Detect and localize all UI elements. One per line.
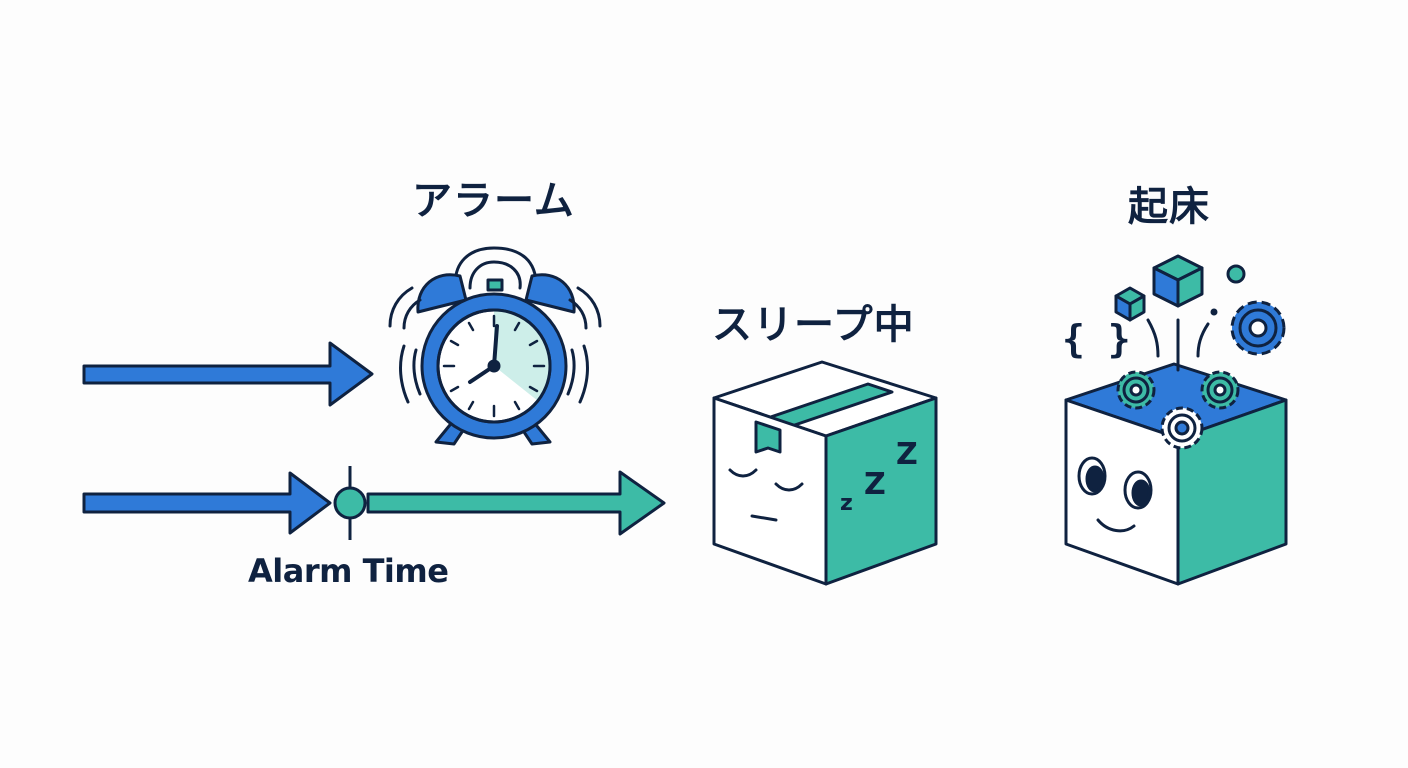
alarm-clock-icon bbox=[388, 246, 602, 446]
svg-text:Z: Z bbox=[896, 437, 918, 472]
alarm-label: アラーム bbox=[412, 178, 575, 224]
top-arrow-icon bbox=[82, 341, 374, 407]
alarm-time-label: Alarm Time bbox=[248, 552, 449, 590]
sleeping-box-icon bbox=[712, 360, 938, 586]
alarm-time-marker bbox=[333, 466, 367, 540]
code-braces-icon: { } bbox=[1062, 317, 1131, 361]
wake-label: 起床 bbox=[1128, 184, 1210, 230]
awake-box-icon bbox=[1064, 362, 1288, 586]
svg-text:z: z bbox=[840, 491, 853, 516]
gear-icon bbox=[1160, 406, 1204, 450]
cube-icon bbox=[1152, 254, 1204, 308]
gear-icon bbox=[1200, 370, 1240, 410]
dot-icon bbox=[1226, 264, 1246, 284]
gear-icon bbox=[1230, 300, 1286, 356]
sleep-label: スリープ中 bbox=[712, 302, 915, 348]
svg-text:Z: Z bbox=[864, 467, 886, 502]
zzz-icon: z Z Z bbox=[840, 437, 918, 516]
emission-lines bbox=[1146, 308, 1218, 372]
timeline-after-arrow-icon bbox=[366, 470, 666, 536]
cube-icon bbox=[1114, 286, 1146, 322]
timeline-before-arrow-icon bbox=[82, 471, 332, 535]
gear-icon bbox=[1116, 370, 1156, 410]
